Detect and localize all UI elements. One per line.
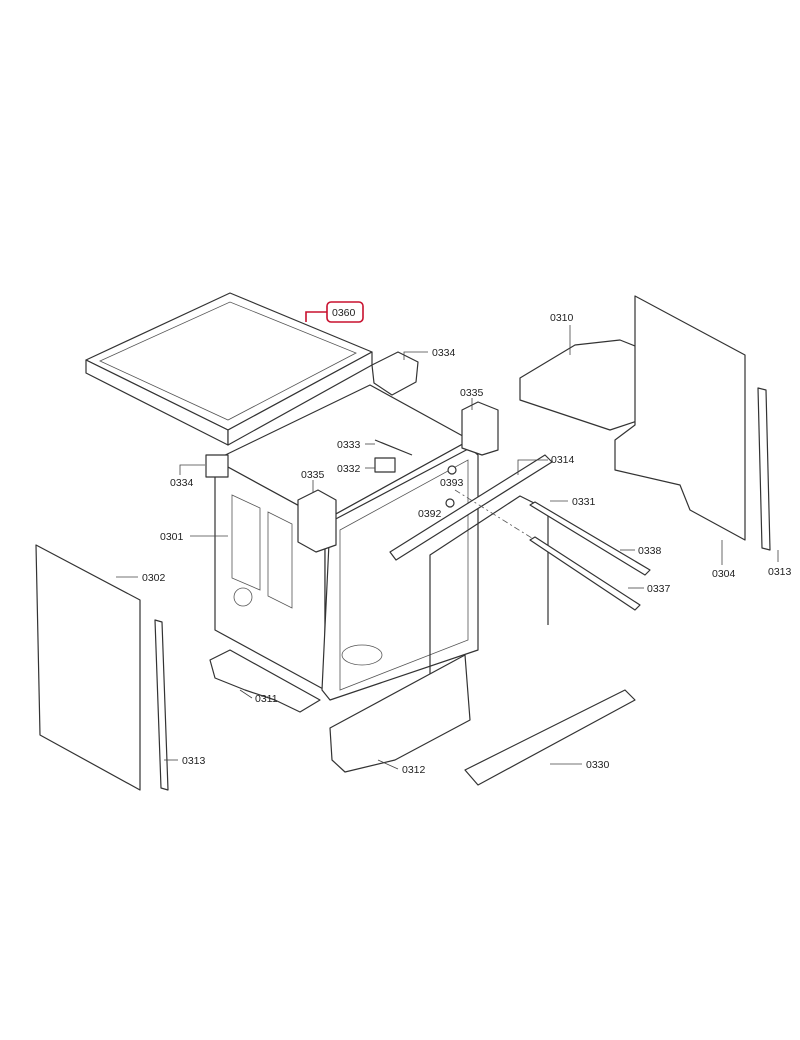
label-clip-left[interactable]: 0334	[170, 477, 194, 489]
part-0392[interactable]	[445, 498, 455, 508]
bracket-left-part[interactable]	[297, 489, 337, 553]
leader-lines	[116, 311, 779, 770]
clip-right-part[interactable]	[371, 351, 419, 396]
foot-front-part[interactable]	[329, 654, 471, 773]
label-foot-left[interactable]: 0311	[255, 693, 278, 705]
part-0333[interactable]	[374, 439, 413, 456]
label-base-tray[interactable]: 0330	[586, 759, 610, 771]
bracket-right-part[interactable]	[461, 401, 499, 456]
label-door-seal[interactable]: 0331	[572, 496, 596, 508]
label-0393[interactable]: 0393	[440, 477, 464, 489]
label-0314[interactable]: 0314	[551, 454, 575, 466]
strip-0314-part[interactable]	[389, 454, 553, 561]
label-tub[interactable]: 0301	[160, 531, 184, 543]
foot-left-part[interactable]	[209, 649, 321, 713]
seal-right-part[interactable]	[757, 387, 771, 551]
label-side-panel-left[interactable]: 0302	[142, 572, 166, 584]
part-0332[interactable]	[374, 457, 396, 473]
seal-left-part[interactable]	[154, 619, 169, 791]
label-bracket-right[interactable]: 0335	[460, 387, 484, 399]
label-clip-right[interactable]: 0334	[432, 347, 456, 359]
label-insulation-top[interactable]: 0310	[550, 312, 574, 324]
part-0393[interactable]	[447, 465, 457, 475]
label-top-cover[interactable]: 0360	[332, 307, 356, 319]
side-panel-right-part[interactable]	[614, 295, 746, 541]
highlight-box	[326, 301, 364, 323]
label-bracket-left[interactable]: 0335	[301, 469, 325, 481]
label-rail-0337[interactable]: 0337	[647, 583, 671, 595]
rail-0338-part[interactable]	[529, 501, 651, 576]
label-rail-0338[interactable]: 0338	[638, 545, 662, 557]
label-0333[interactable]: 0333	[337, 439, 361, 451]
rail-0337-part[interactable]	[529, 536, 641, 611]
base-tray-part[interactable]	[464, 689, 636, 786]
top-cover-part[interactable]	[85, 292, 373, 446]
label-side-panel-right[interactable]: 0304	[712, 568, 736, 580]
side-panel-left-part[interactable]	[35, 544, 141, 791]
label-seal-right[interactable]: 0313	[768, 566, 792, 578]
label-seal-left[interactable]: 0313	[182, 755, 206, 767]
label-0332[interactable]: 0332	[337, 463, 361, 475]
label-0392[interactable]: 0392	[418, 508, 442, 520]
label-foot-front[interactable]: 0312	[402, 764, 426, 776]
